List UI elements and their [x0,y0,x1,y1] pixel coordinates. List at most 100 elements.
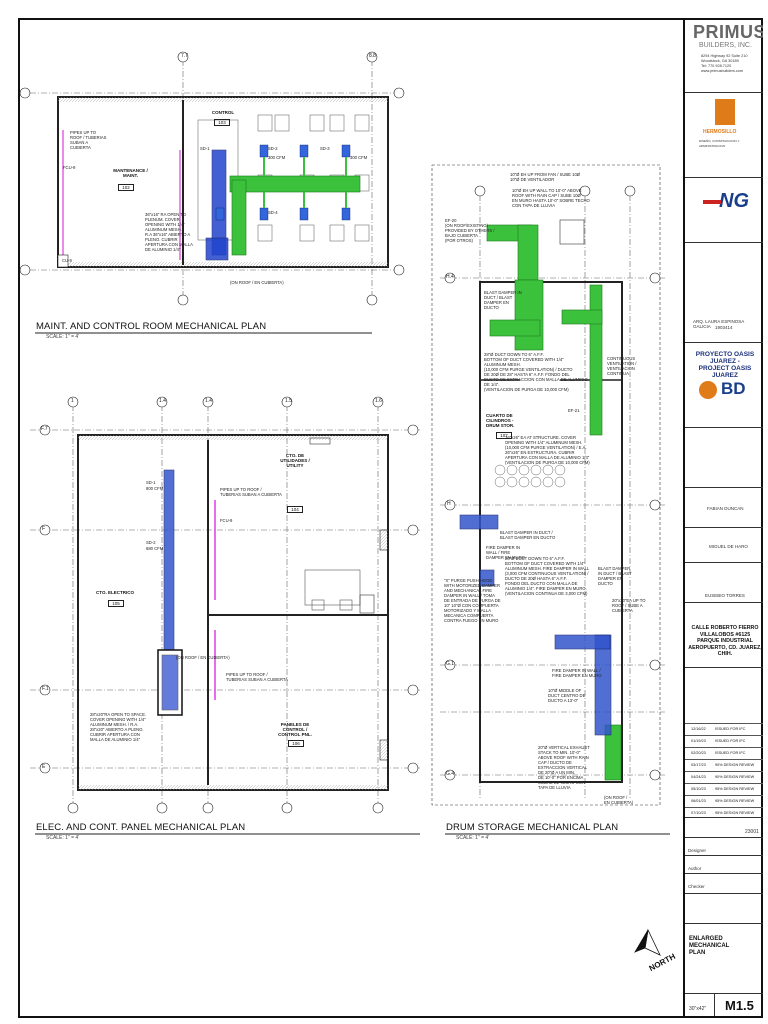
revision-date: 06/01/23 [691,799,706,803]
tag-sd4: SD-4 [268,210,278,215]
room-tag-control-panels: 106 [288,740,304,747]
tag-sd-elec: SD-1 [146,480,156,485]
tb-ng-section: NG [685,178,763,243]
note-drum-14: 20"Ø VERTICAL EXHAUST STACK TO MIN. 10'-… [538,745,590,790]
north-arrow-graphic [634,928,661,956]
grid-label-E: E [42,764,46,770]
engineer-1-name: FABIAN DUNCAN [707,506,744,511]
hermosillo-logo-mark [715,99,735,125]
engineer-3-name: EUSEBIO TORRES [705,593,745,598]
tb-designer: Designer [685,838,763,856]
tag-cfm-b: 300 CFM [350,155,368,160]
note-drum-8: 20"Ø DUCT DOWN TO 6" A.F.F. BOTTOM OF DU… [505,556,590,596]
revision-date: 03/17/23 [691,763,706,767]
bd-logo-mark [699,381,717,399]
grid-label-F: F [42,526,46,532]
paper-size: 30"x42" [689,1006,707,1012]
tag-fcu-elec: FCU-9 [220,518,233,523]
grid-label-7-7: 7.7 [181,53,188,59]
revision-desc: 90% DESIGN REVIEW [715,775,755,779]
room-tag-utility: 104 [287,506,303,513]
revision-desc: ISSUED FOR IFC [715,739,746,743]
note-drum-15: FIRE DAMPER IN WALL / FIRE DAMPER EN MUR… [552,668,602,678]
architect-name: ARQ. LAURA ESPINOSA GALICIA [693,319,745,329]
revision-date: 02/20/23 [691,751,706,755]
tb-project-section: PROYECTO OASIS JUAREZ - PROJECT OASIS JU… [685,343,763,428]
note-on-roof-maint: (ON ROOF / EN CUBIERTA) [230,280,284,285]
room-utility: CTO. DE UTILIDADES / UTILITY [280,453,310,468]
elec-plan-title: ELEC. AND CONT. PANEL MECHANICAL PLAN [36,822,246,833]
revision-desc: ISSUED FOR IFC [715,727,746,731]
note-pipes-up-elec-1: PIPES UP TO ROOF / TUBERIAS SUBAN A CUBI… [220,487,282,497]
drum-plan-scale: SCALE: 1" = 4' [456,835,490,841]
note-ra-opening-maint: 36"x16" RA OPEN TO PLENUM. COVER OPENING… [145,212,193,252]
paper-size-cell [685,994,715,1016]
note-drum-ef: EF-20 (ON ROOF/EXISTING) PROVIDED BY OTH… [445,218,495,243]
tb-job: 23001 [685,818,763,838]
tb-company-section: PRIMUS BUILDERS, INC. 8294 Highway 92 Su… [685,18,763,93]
maint-plan-scale: SCALE: 1" = 4' [46,334,80,340]
room-tag-electrical: 105 [108,600,124,607]
revision-date: 07/10/23 [691,811,706,815]
note-drum-10: CONTINUOUS VENTILATION / VENTILACION CON… [607,356,637,376]
job-number: 23001 [745,829,759,835]
room-drum-storage: CUARTO DE CILINDROS - DRUM STOR. [486,413,515,428]
room-control: CONTROL [211,110,235,115]
revision-desc: 95% DESIGN REVIEW [715,811,755,815]
sheet-title: ENLARGED MECHANICAL PLAN [689,936,730,956]
tb-engineer-2: MIGUEL DE HARO [685,528,763,563]
note-drum-9: "X" PURGE PUSH HOOD WITH MOTORIZED DAMPE… [444,578,501,623]
note-pipes-up-elec-2: PIPES UP TO ROOF / TUBERIAS SUBAN A CUBI… [226,672,288,682]
elec-panel-plan [30,396,420,835]
grid-label-G4: G.4 [446,771,455,777]
tb-checker: Checker [685,874,763,894]
grid-label-H4: H.4 [446,274,454,280]
elec-plan-scale: SCALE: 1" = 4' [46,835,80,841]
hermosillo-sub: DISEÑO, CONSTRUCCION Y ADMINISTRACION [699,139,740,148]
tb-author: Author [685,856,763,874]
revision-desc: 90% DESIGN REVIEW [715,763,755,767]
drum-plan-title: DRUM STORAGE MECHANICAL PLAN [446,822,619,833]
revision-row: 02/20/23 ISSUED FOR IFC [685,747,763,759]
note-drum-5: 26"x26" EA AT STRUCTURE. COVER OPENING W… [505,435,590,465]
grid-label-H: H [447,501,451,507]
revision-row: 03/17/23 90% DESIGN REVIEW [685,759,763,771]
tag-ef: EF-21 [568,408,580,413]
engineer-2-name: MIGUEL DE HARO [709,544,748,549]
tag-cfm-elec-2: 680 CFM [146,546,164,551]
ng-logo: NG [719,190,749,212]
note-drum-16: (ON ROOF / EN CUBIERTA) [604,795,634,805]
grid-label-G1: G.1 [446,661,455,667]
note-drum-11: BLAST DAMPER IN DUCT / BLAST DAMPER EN D… [598,566,632,586]
bd-logo: BD [721,379,746,398]
tag-sd1: SD-1 [200,146,210,151]
title-block: PRIMUS BUILDERS, INC. 8294 Highway 92 Su… [683,18,763,1018]
sheet-number: M1.5 [725,998,754,1013]
project-title: PROYECTO OASIS JUAREZ - PROJECT OASIS JU… [695,351,755,379]
hermosillo-logo: HERMOSILLO [703,129,737,135]
tag-sd-elec-2: SD-2 [146,540,156,545]
grid-label-1-5: 1.5 [285,398,292,404]
note-drum-13: 10"Ø MIDDLE OF DUCT CENTRO DE DUCTO A 13… [548,688,586,703]
grid-label-8-8: 8.8 [369,53,376,59]
revision-date: 05/10/23 [691,787,706,791]
tag-sd3: SD-3 [320,146,330,151]
primus-sub: BUILDERS, INC. [699,42,752,49]
note-pipes-up-maint: PIPES UP TO ROOF / TUBERIAS SUBAN A CUBI… [70,130,107,150]
primus-address: 8294 Highway 92 Suite 210 Woodstock, GA … [701,54,748,73]
tb-blank-1 [685,428,763,488]
revision-desc: ISSUED FOR IFC [715,751,746,755]
primus-logo: PRIMUS [693,22,763,42]
note-drum-4: 28"Ø DUCT DOWN TO 6" A.F.F. BOTTOM OF DU… [484,352,588,392]
note-drum-2: 10"Ø EH UP WALL TO 10'-0" ABOVE ROOF WIT… [512,188,590,208]
room-electrical: CTO. ELECTRICO [96,590,134,595]
author-label: Author [688,866,702,871]
note-drum-1: 10"Ø EH UP FROM FAN / SUBE 10Ø 10"Ø DE V… [510,172,581,182]
grid-label-F-1: F.1 [42,686,49,692]
grid-label-1-4: 1.4 [205,398,212,404]
tb-address-section: CALLE ROBERTO FIERRO VILLALOBOS #6125 PA… [685,603,763,668]
grid-label-1-6: 1.6 [375,398,382,404]
